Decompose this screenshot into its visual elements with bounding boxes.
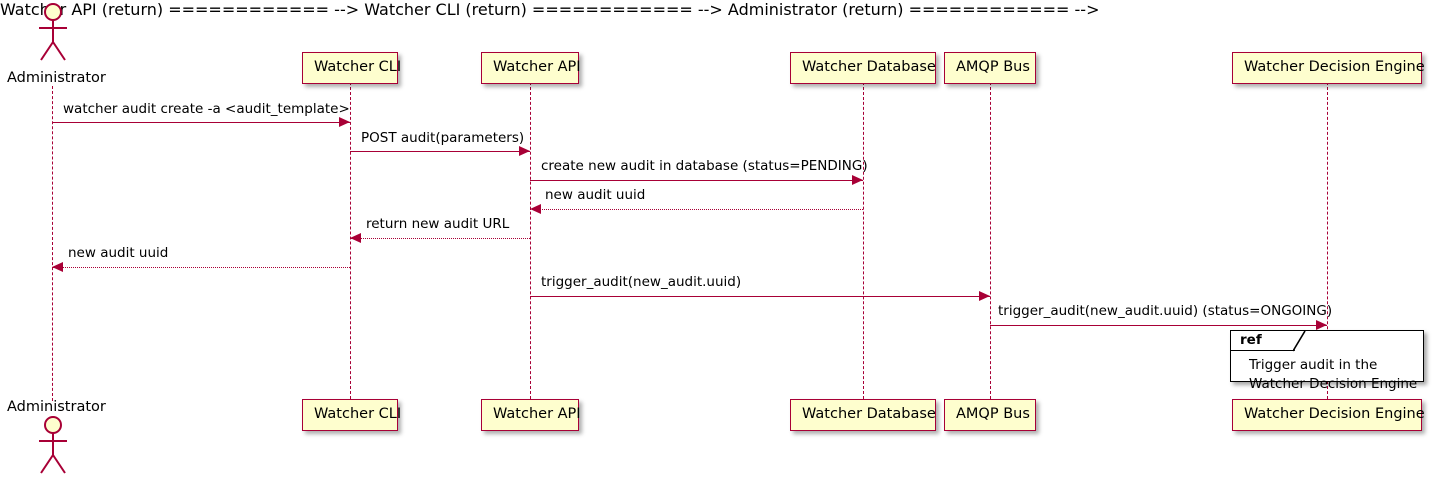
message-label-trigger-audit-ongoing: trigger_audit(new_audit.uuid) (status=ON… bbox=[998, 303, 1333, 319]
message-label-trigger-audit: trigger_audit(new_audit.uuid) bbox=[541, 274, 742, 290]
message-arrowhead-trigger-audit bbox=[979, 291, 990, 301]
message-label-return-new-audit-url: return new audit URL bbox=[366, 216, 510, 232]
participant-watcher-decision-engine-bottom[interactable]: Watcher Decision Engine bbox=[1232, 399, 1425, 431]
message-arrowhead-return-new-audit-url bbox=[350, 233, 361, 243]
actor-administrator-bottom-label: Administrator bbox=[7, 399, 106, 415]
participant-watcher-api-bottom[interactable]: Watcher API bbox=[481, 399, 581, 431]
message-arrowhead-new-audit-uuid-db bbox=[530, 204, 541, 214]
message-arrowhead-trigger-audit-ongoing bbox=[1316, 320, 1327, 330]
lifeline-watcher-api bbox=[530, 82, 531, 399]
participant-amqp-bus-top[interactable]: AMQP Bus bbox=[944, 52, 1036, 84]
message-arrowhead-post-audit bbox=[519, 146, 530, 156]
message-line-watcher-audit-create bbox=[52, 122, 350, 123]
message-label-create-new-audit: create new audit in database (status=PEN… bbox=[541, 158, 868, 174]
message-line-post-audit bbox=[350, 151, 530, 152]
message-arrowhead-new-audit-uuid-cli bbox=[52, 262, 63, 272]
actor-administrator-top-label: Administrator bbox=[7, 70, 106, 86]
message-label-new-audit-uuid-db: new audit uuid bbox=[545, 187, 646, 203]
participant-watcher-cli-bottom[interactable]: Watcher CLI bbox=[302, 399, 401, 431]
message-line-return-new-audit-url bbox=[350, 238, 530, 239]
lifeline-amqp-bus bbox=[990, 82, 991, 399]
ref-fragment-tab-label: ref bbox=[1231, 331, 1305, 351]
lifeline-watcher-database bbox=[863, 82, 864, 399]
lifeline-watcher-decision-engine bbox=[1327, 82, 1328, 399]
message-label-watcher-audit-create: watcher audit create -a <audit_template> bbox=[63, 101, 350, 117]
lifeline-administrator bbox=[52, 86, 53, 401]
participant-watcher-database-top[interactable]: Watcher Database bbox=[790, 52, 936, 84]
actor-administrator-top-icon bbox=[39, 3, 67, 61]
actor-administrator-bottom-icon bbox=[39, 416, 67, 474]
participant-watcher-api-top[interactable]: Watcher API bbox=[481, 52, 581, 84]
message-line-create-new-audit bbox=[530, 180, 863, 181]
ref-fragment-line-1: Trigger audit in the bbox=[1249, 357, 1378, 373]
participant-watcher-database-bottom[interactable]: Watcher Database bbox=[790, 399, 936, 431]
message-arrowhead-create-new-audit bbox=[852, 175, 863, 185]
ref-fragment-tab-slant bbox=[1293, 331, 1306, 352]
participant-watcher-cli-top[interactable]: Watcher CLI bbox=[302, 52, 401, 84]
message-label-new-audit-uuid-cli: new audit uuid bbox=[68, 245, 169, 261]
participant-amqp-bus-bottom[interactable]: AMQP Bus bbox=[944, 399, 1036, 431]
message-line-new-audit-uuid-db bbox=[530, 209, 863, 210]
message-label-post-audit: POST audit(parameters) bbox=[361, 130, 525, 146]
participant-watcher-decision-engine-top[interactable]: Watcher Decision Engine bbox=[1232, 52, 1425, 84]
message-arrowhead-watcher-audit-create bbox=[339, 117, 350, 127]
message-line-new-audit-uuid-cli bbox=[52, 267, 350, 268]
ref-fragment-body: Trigger audit in the Watcher Decision En… bbox=[1231, 353, 1423, 394]
ref-fragment-line-2: Watcher Decision Engine bbox=[1249, 376, 1418, 392]
message-line-trigger-audit-ongoing bbox=[990, 325, 1327, 326]
message-line-trigger-audit bbox=[530, 296, 990, 297]
ref-fragment: ref Trigger audit in the Watcher Decisio… bbox=[1230, 330, 1424, 392]
